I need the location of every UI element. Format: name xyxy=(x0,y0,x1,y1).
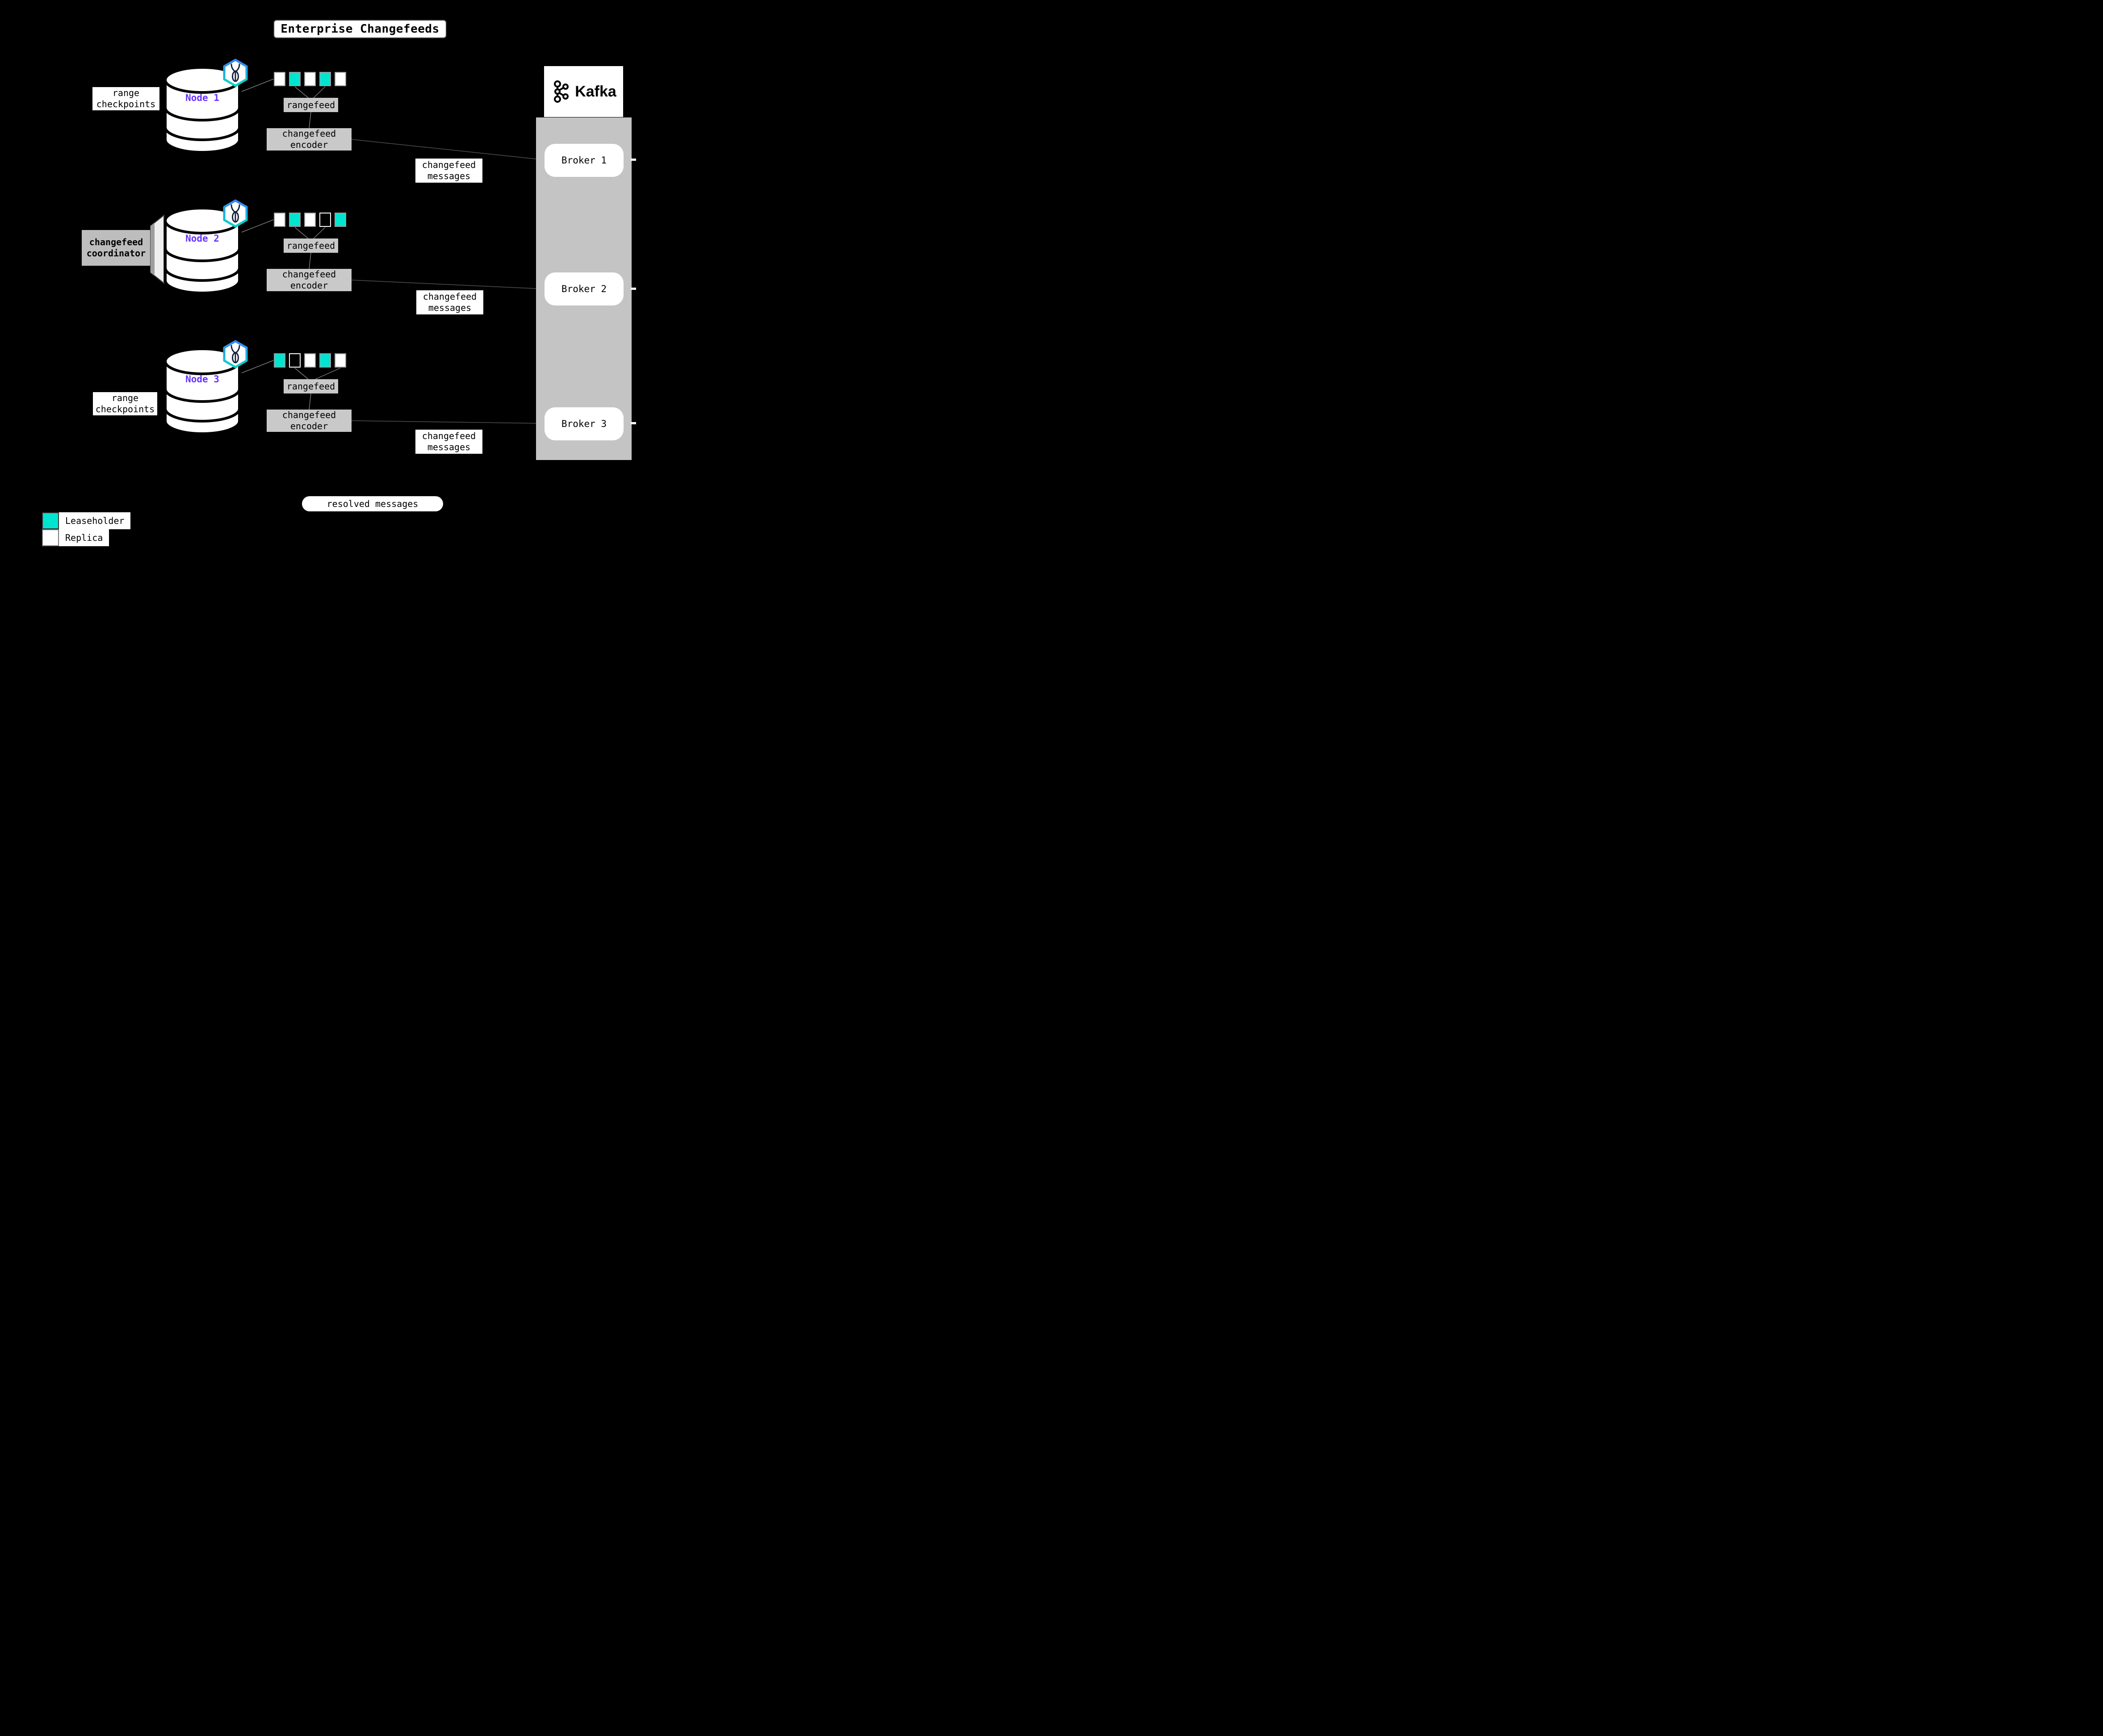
changefeed-encoder-label: changefeed encoder xyxy=(267,128,352,151)
replica-square xyxy=(335,353,346,368)
replica-square xyxy=(289,72,301,86)
replica-row xyxy=(274,213,346,227)
replica-square xyxy=(335,213,346,227)
legend-row-replica: Replica xyxy=(42,529,109,546)
replica-row xyxy=(274,353,346,368)
broker-output-tick xyxy=(631,422,636,424)
replica-square xyxy=(289,353,301,368)
broker-card: Broker 1 xyxy=(545,144,624,177)
replica-square xyxy=(319,353,331,368)
rangefeed-label: rangefeed xyxy=(284,238,338,253)
replica-square xyxy=(304,213,316,227)
changefeed-encoder-label: changefeed encoder xyxy=(267,410,352,432)
replica-square xyxy=(304,353,316,368)
node-label: Node 3 xyxy=(185,374,219,385)
changefeed-messages-label: changefeed messages xyxy=(416,290,483,314)
changefeed-messages-label: changefeed messages xyxy=(415,159,482,183)
legend-swatch-leaseholder xyxy=(42,512,59,529)
changefeed-encoder-label: changefeed encoder xyxy=(267,269,352,291)
kafka-icon xyxy=(554,80,569,103)
replica-row xyxy=(274,72,346,86)
broker-output-tick xyxy=(631,288,636,290)
replica-square xyxy=(274,353,285,368)
broker-output-tick xyxy=(631,159,636,161)
rangefeed-label: rangefeed xyxy=(284,379,338,393)
replica-square xyxy=(319,213,331,227)
coordinator-funnel-shape xyxy=(150,214,164,284)
legend-label: Replica xyxy=(59,529,109,546)
replica-square xyxy=(289,213,301,227)
connector-lines xyxy=(241,79,545,424)
cockroachdb-icon xyxy=(223,59,248,87)
broker-card: Broker 3 xyxy=(545,407,624,440)
legend-row-leaseholder: Leaseholder xyxy=(42,512,131,529)
replica-square xyxy=(274,72,285,86)
range-checkpoints-label: range checkpoints xyxy=(92,87,159,110)
database-cylinder xyxy=(164,66,241,154)
range-checkpoints-label: range checkpoints xyxy=(93,392,157,415)
kafka-logo: Kafka xyxy=(544,66,623,117)
legend-label: Leaseholder xyxy=(59,512,131,529)
changefeeds-diagram: Enterprise Changefeeds range checkpoints… xyxy=(0,0,701,579)
changefeed-messages-label: changefeed messages xyxy=(415,430,482,454)
database-cylinder xyxy=(164,347,241,435)
changefeed-coordinator-label: changefeed coordinator xyxy=(82,230,151,266)
node-label: Node 1 xyxy=(185,92,219,103)
cockroachdb-icon xyxy=(223,340,248,368)
broker-card: Broker 2 xyxy=(545,272,624,305)
replica-square xyxy=(335,72,346,86)
kafka-wordmark: Kafka xyxy=(575,83,616,100)
database-cylinder xyxy=(164,207,241,294)
rangefeed-label: rangefeed xyxy=(284,98,338,112)
cockroachdb-icon xyxy=(223,199,248,228)
replica-square xyxy=(304,72,316,86)
legend-swatch-replica xyxy=(42,529,59,546)
replica-square xyxy=(274,213,285,227)
diagram-title: Enterprise Changefeeds xyxy=(273,20,447,38)
resolved-messages-pill: resolved messages xyxy=(302,496,443,511)
replica-square xyxy=(319,72,331,86)
node-label: Node 2 xyxy=(185,233,219,244)
